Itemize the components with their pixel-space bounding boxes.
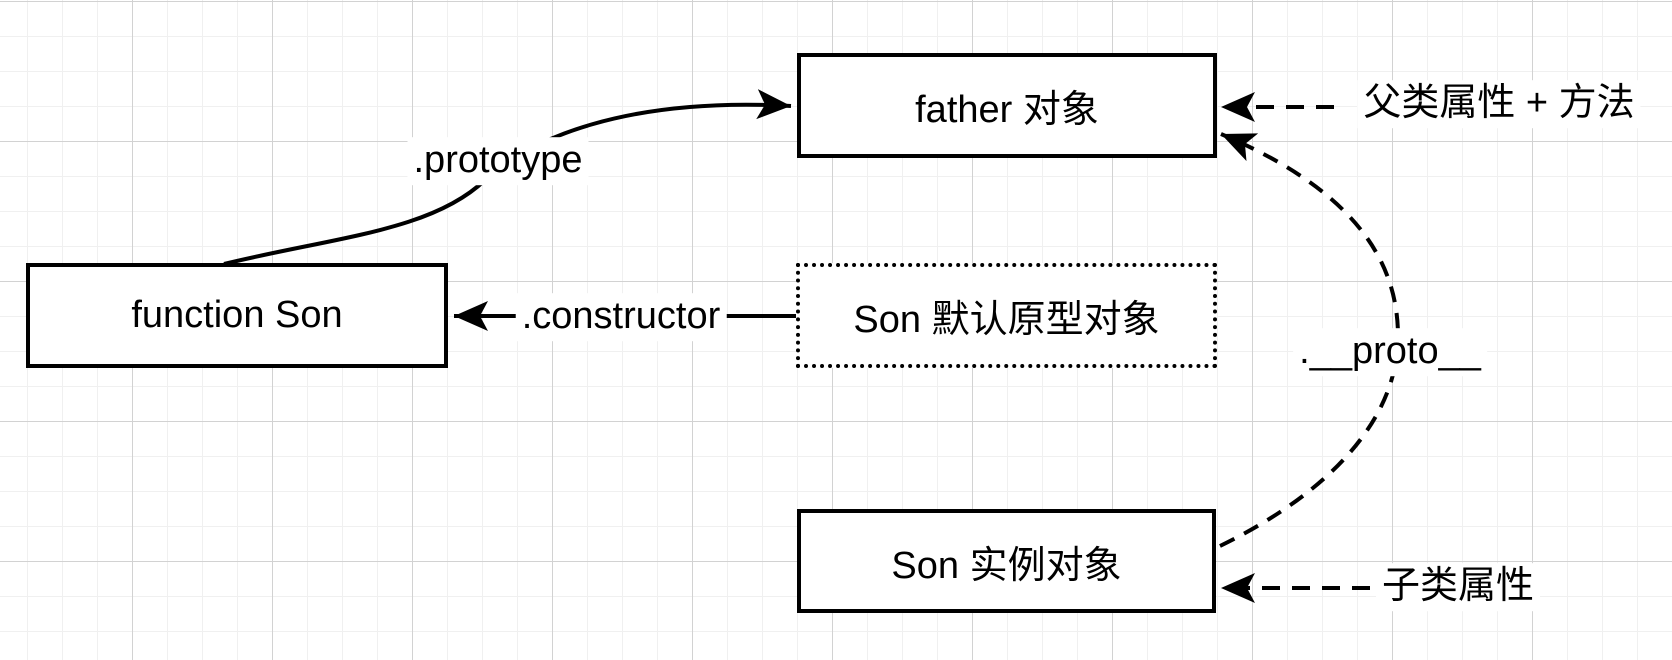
node-function-son-label: function Son <box>131 294 343 336</box>
prototype-edge-label: .prototype <box>407 137 589 185</box>
node-son-instance-label: Son 实例对象 <box>891 544 1122 587</box>
parent-props-annotation: 父类属性 + 方法 <box>1357 80 1641 128</box>
child-props-annotation: 子类属性 <box>1375 563 1541 611</box>
node-father-object: father 对象 <box>797 53 1217 158</box>
node-son-default-prototype: Son 默认原型对象 <box>796 263 1217 368</box>
node-function-son: function Son <box>26 263 448 368</box>
node-father-object-label: father 对象 <box>915 89 1099 131</box>
proto-arrow <box>1219 132 1401 548</box>
constructor-edge-label: .constructor <box>515 293 727 341</box>
node-son-instance: Son 实例对象 <box>797 509 1216 613</box>
node-son-default-prototype-label: Son 默认原型对象 <box>853 299 1160 341</box>
proto-edge-label: .__proto__ <box>1293 328 1487 376</box>
